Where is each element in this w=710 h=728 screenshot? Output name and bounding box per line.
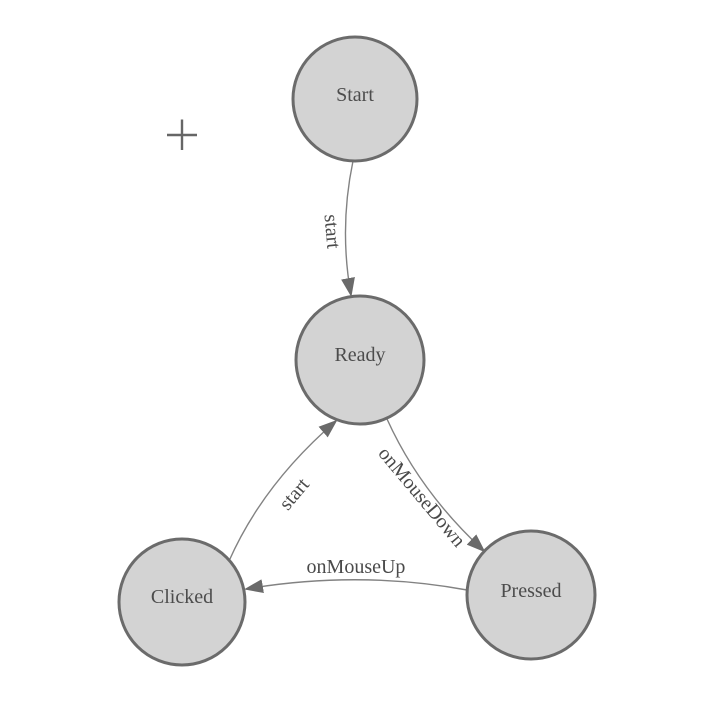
state-node-clicked: Clicked bbox=[117, 537, 247, 667]
transition-label-start-to-ready[interactable]: start bbox=[320, 213, 345, 250]
state-label-ready: Ready bbox=[334, 344, 385, 366]
state-circle-pressed[interactable] bbox=[465, 529, 597, 661]
state-label-pressed: Pressed bbox=[500, 580, 561, 602]
transition-label-clicked-to-ready[interactable]: start bbox=[275, 474, 314, 515]
transition-clicked-to-ready[interactable] bbox=[228, 419, 338, 562]
state-circle-start[interactable] bbox=[291, 35, 419, 163]
transition-start-to-ready[interactable] bbox=[341, 160, 355, 297]
state-circle-ready[interactable] bbox=[294, 294, 426, 426]
transition-label-ready-to-pressed[interactable]: onMouseDown bbox=[374, 443, 470, 552]
nodes-layer: Start Ready Clicked Pressed bbox=[117, 35, 597, 667]
state-label-clicked: Clicked bbox=[151, 586, 213, 608]
state-node-ready: Ready bbox=[294, 294, 426, 426]
crosshair-icon bbox=[167, 119, 197, 150]
state-circle-clicked[interactable] bbox=[117, 537, 247, 667]
transition-pressed-to-clicked[interactable] bbox=[244, 579, 468, 594]
state-label-start: Start bbox=[336, 84, 374, 106]
transition-ready-to-pressed[interactable] bbox=[386, 418, 486, 553]
state-node-start: Start bbox=[291, 35, 419, 163]
transition-label-pressed-to-clicked[interactable]: onMouseUp bbox=[307, 556, 406, 578]
state-node-pressed: Pressed bbox=[465, 529, 597, 661]
